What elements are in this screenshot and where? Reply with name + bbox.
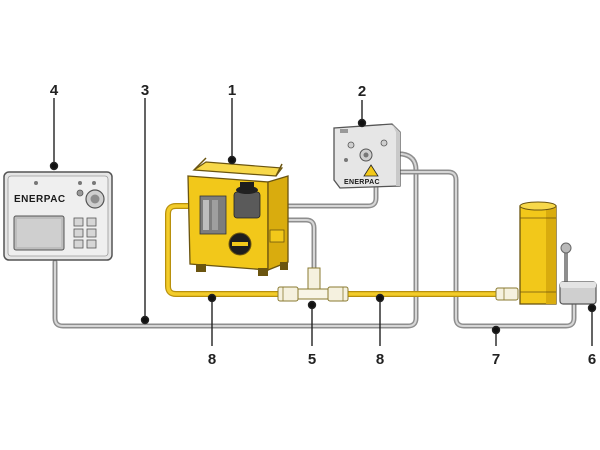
pump-unit: [187, 157, 289, 276]
t-fitting: [277, 267, 349, 302]
callout-7: 7: [492, 351, 500, 368]
callout-4: 4: [50, 82, 59, 99]
callout-8-left: 8: [208, 351, 216, 368]
indicator-light-icon: [347, 141, 355, 149]
sensor-knob: [560, 242, 572, 254]
keypad: [73, 217, 97, 249]
callout-leaders: [49, 98, 597, 346]
callout-3: 3: [141, 82, 149, 99]
callout-labels: 1 2 3 4 5 6 7 8 8: [50, 82, 596, 368]
pendant-brand-label: ENERPAC: [344, 179, 380, 186]
callout-6: 6: [588, 351, 596, 368]
controller-brand-label: ENERPAC: [14, 194, 66, 205]
pump-pendant-cable: [281, 183, 379, 209]
controller-unit: ENERPAC: [3, 171, 113, 261]
callout-8-right: 8: [376, 351, 384, 368]
callout-5: 5: [308, 351, 316, 368]
callout-1: 1: [228, 82, 236, 99]
cables: [52, 151, 577, 329]
gauge-line: [283, 217, 317, 273]
warning-icon: [363, 164, 379, 177]
position-sensor: [559, 281, 597, 305]
pendant-box: ENERPAC: [333, 123, 401, 189]
callout-2: 2: [358, 83, 366, 100]
hydraulic-cylinder: [495, 201, 557, 305]
hoses: [165, 203, 499, 297]
